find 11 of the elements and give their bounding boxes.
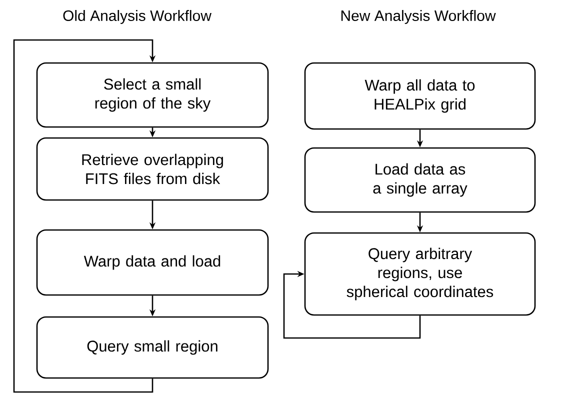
process-box: Load data as a single array — [304, 147, 536, 213]
column-title: New Analysis Workflow — [341, 10, 496, 24]
arrow — [283, 270, 421, 339]
process-box: Retrieve overlapping FITS files from disk — [36, 137, 269, 201]
column-title: Old Analysis Workflow — [63, 10, 212, 24]
arrow — [13, 39, 156, 393]
process-box: Query arbitrary regions, use spherical coordinates — [304, 232, 536, 316]
process-box: Warp all data to HEALPix grid — [304, 62, 536, 130]
process-box: Warp data and load — [36, 229, 269, 296]
process-box: Query small region — [36, 316, 269, 379]
process-box: Select a small region of the sky — [36, 62, 269, 128]
